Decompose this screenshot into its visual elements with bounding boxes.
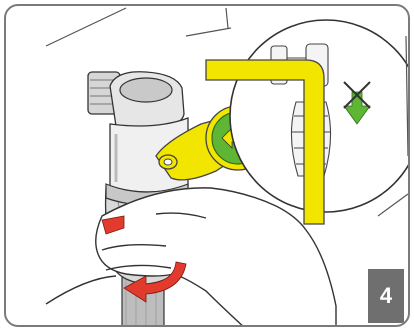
installation-illustration [6,6,410,327]
instruction-frame: 4 [4,4,410,327]
wall-lines [46,8,231,46]
hand-icon [46,188,336,327]
valve-body-icon [88,72,188,205]
step-number-badge: 4 [368,269,404,323]
